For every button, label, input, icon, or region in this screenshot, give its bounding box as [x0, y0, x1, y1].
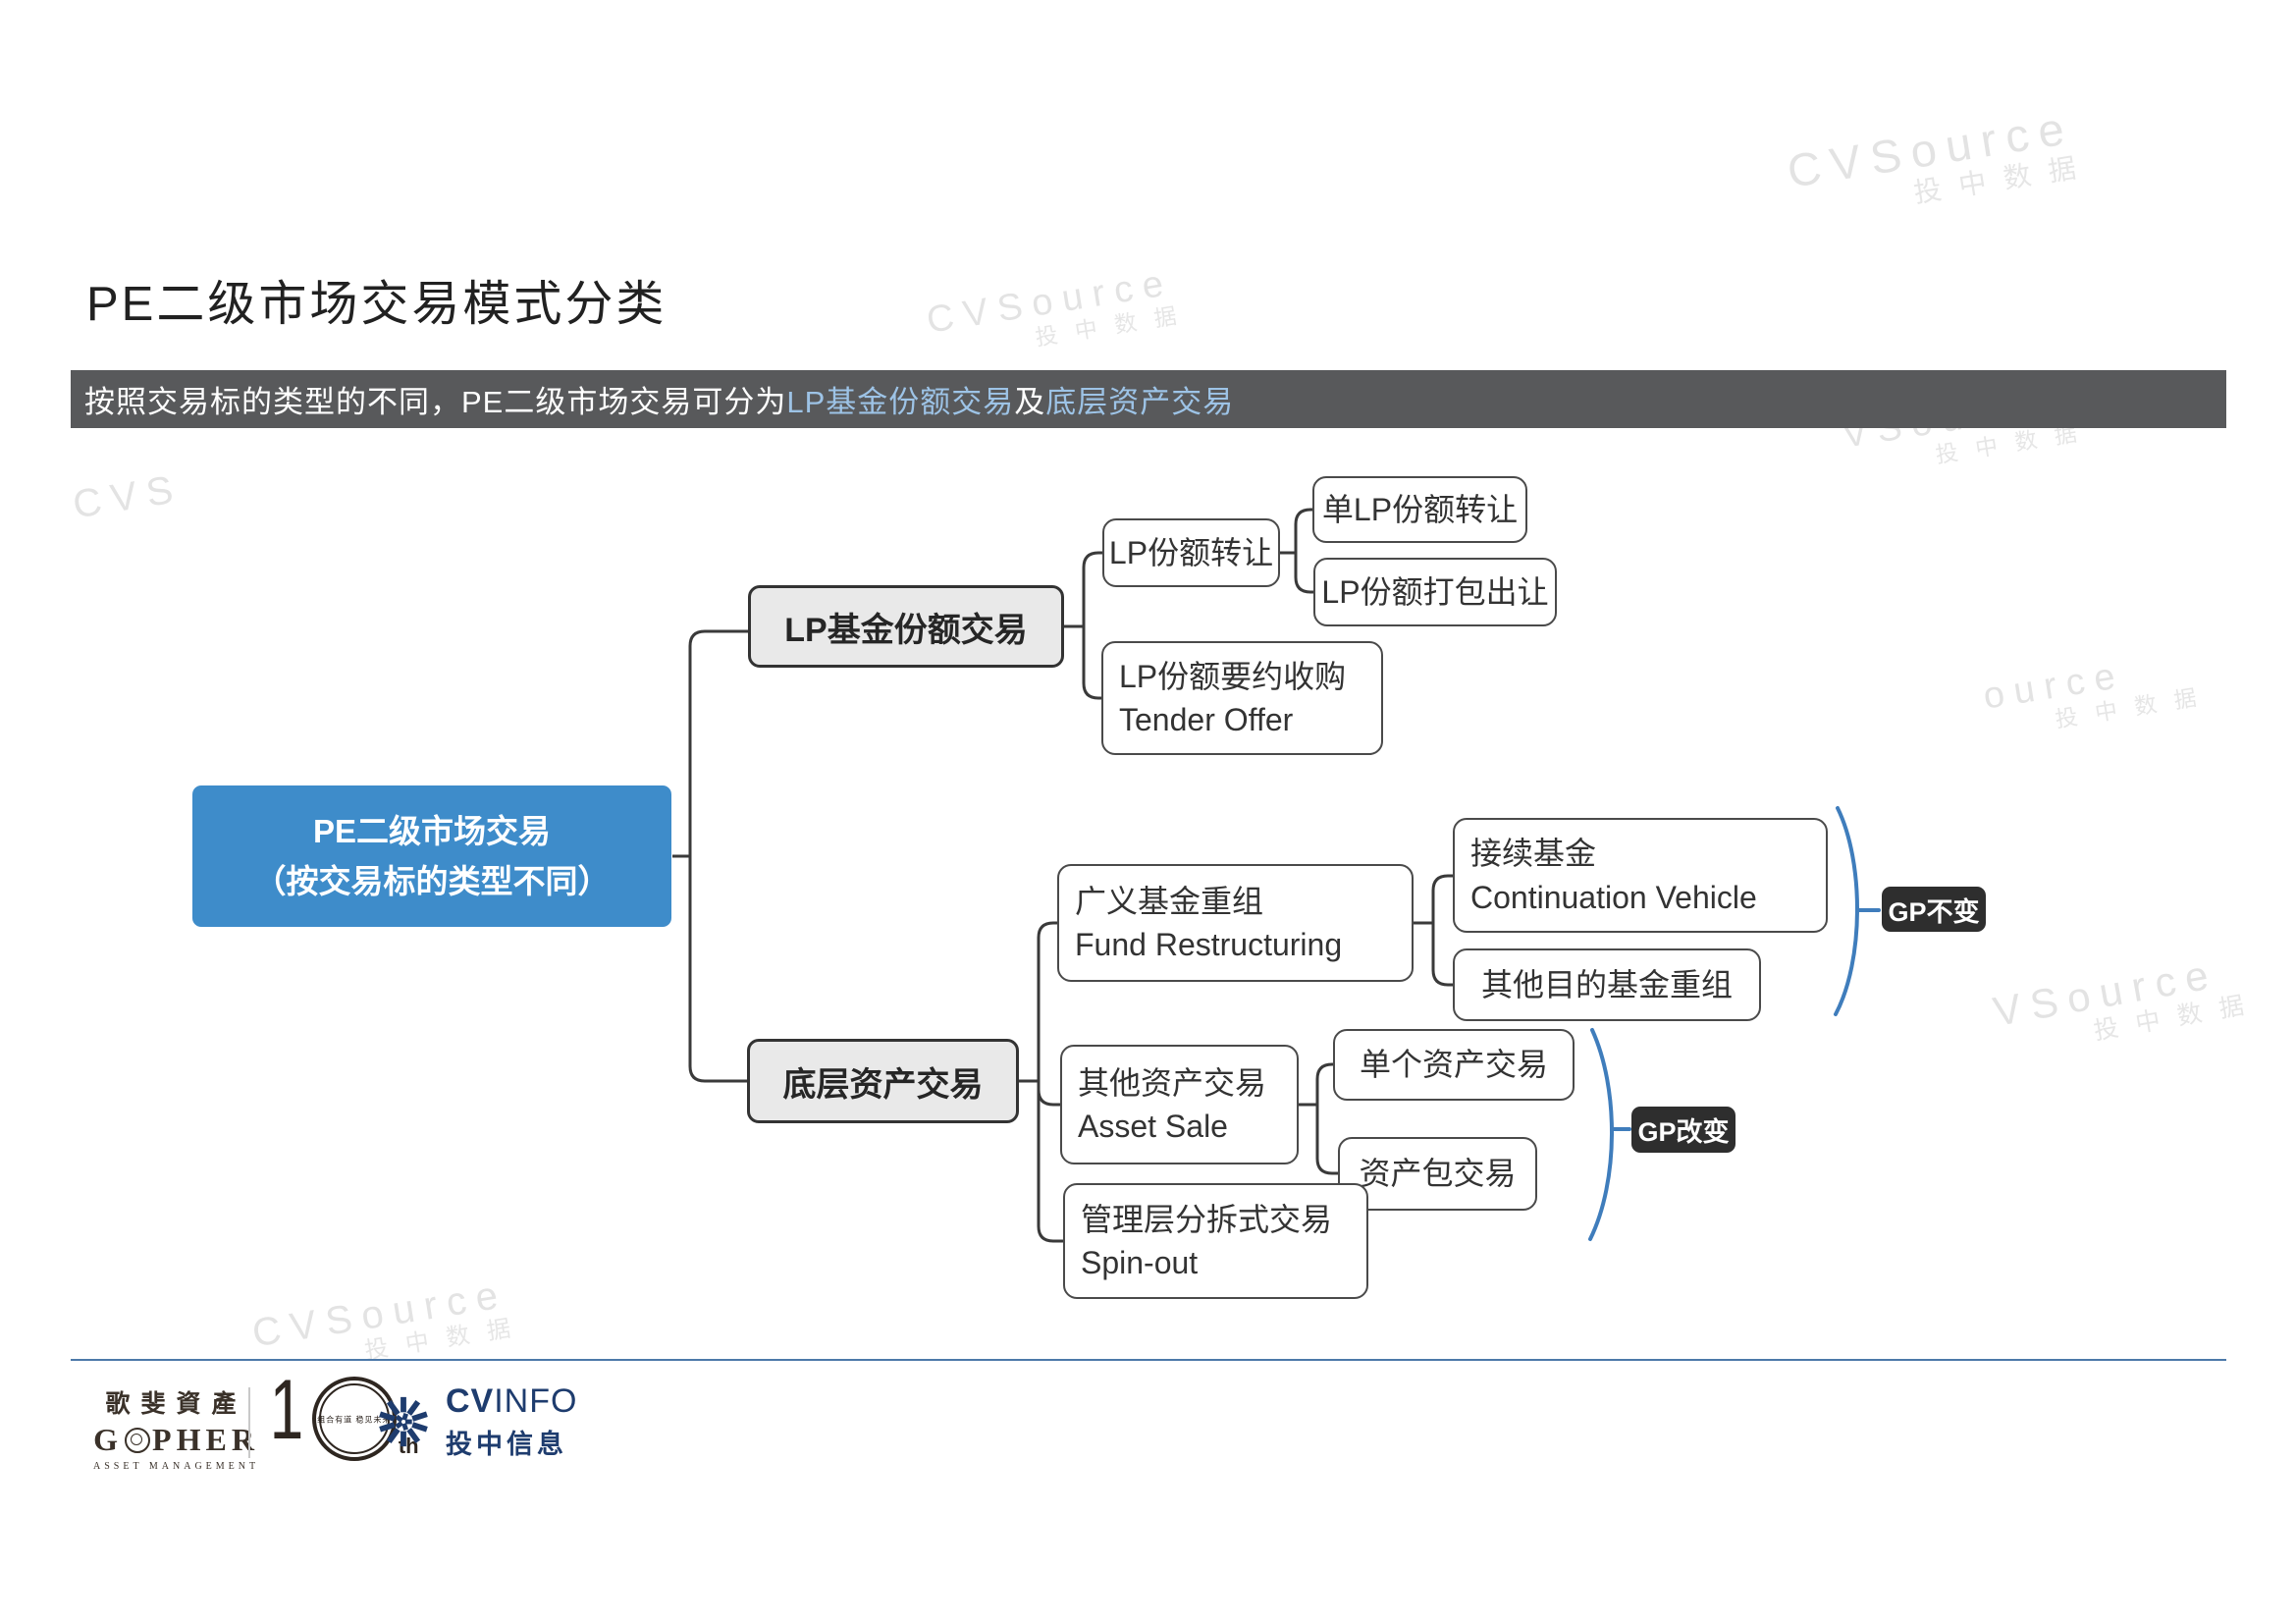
node-label: LP份额转让 [1108, 534, 1274, 570]
cvinfo-logo-text: CVINFO 投中信息 [446, 1382, 577, 1461]
gp-unchanged-brace [1834, 806, 1881, 1016]
node-asset-package-deal: 资产包交易 [1338, 1137, 1537, 1211]
node-asset-sale: 其他资产交易 Asset Sale [1060, 1045, 1299, 1164]
subtitle-highlight-lp: LP基金份额交易 [786, 385, 1015, 419]
subtitle-text: 按照交易标的类型的不同，PE二级市场交易可分为 [84, 385, 787, 419]
branch-label: LP基金份额交易 [784, 611, 1028, 649]
cvinfo-logo-cn: 投中信息 [446, 1430, 567, 1459]
gopher-logo: 歌斐資產 G PHER ASSET MANAGEMENT [93, 1384, 259, 1472]
cvinfo-logo-en: CVINFO [446, 1382, 577, 1421]
node-label-en: Continuation Vehicle [1470, 879, 1757, 915]
node-label: 单LP份额转让 [1321, 491, 1519, 527]
node-label-cn: LP份额要约收购 [1119, 658, 1347, 694]
node-lp-transfer: LP份额转让 [1102, 518, 1280, 587]
node-label-en: Asset Sale [1078, 1109, 1228, 1144]
gopher-ring-icon [125, 1427, 151, 1453]
node-single-asset-deal: 单个资产交易 [1333, 1029, 1575, 1101]
node-tender-offer: LP份额要约收购 Tender Offer [1101, 641, 1383, 755]
cvinfo-logo: CVINFO 投中信息 [375, 1382, 577, 1461]
gp-changed-badge: GP改变 [1631, 1107, 1735, 1153]
node-label-en: Fund Restructuring [1075, 927, 1343, 962]
node-label-cn: 其他资产交易 [1078, 1064, 1267, 1101]
node-label-en: Spin-out [1081, 1245, 1199, 1280]
branch-label: 底层资产交易 [782, 1065, 984, 1104]
gp-changed-brace [1588, 1028, 1631, 1241]
node-label-cn: 广义基金重组 [1075, 883, 1264, 919]
gopher-logo-en-right: PHER [152, 1422, 259, 1457]
node-label: 单个资产交易 [1359, 1047, 1548, 1083]
gopher-logo-cn: 歌斐資產 [105, 1391, 247, 1418]
node-spin-out: 管理层分拆式交易 Spin-out [1063, 1183, 1368, 1299]
gopher-logo-sub: ASSET MANAGEMENT [93, 1461, 260, 1472]
node-other-purpose-restructuring: 其他目的基金重组 [1453, 948, 1761, 1021]
root-node-line2: （按交易标的类型不同） [253, 863, 611, 899]
node-lp-package-transfer: LP份额打包出让 [1313, 558, 1557, 626]
gopher-logo-en-left: G [93, 1422, 124, 1457]
subtitle-text: 及 [1014, 385, 1046, 419]
page-title: PE二级市场交易模式分类 [86, 278, 667, 331]
tenth-digit: 1 [269, 1363, 304, 1457]
node-label: 资产包交易 [1359, 1156, 1517, 1192]
node-label-en: Tender Offer [1119, 702, 1294, 737]
subtitle-highlight-asset: 底层资产交易 [1045, 385, 1235, 419]
footer-divider [71, 1359, 2226, 1361]
node-single-lp-transfer: 单LP份额转让 [1312, 476, 1527, 543]
root-node: PE二级市场交易 （按交易标的类型不同） [192, 785, 671, 927]
cvinfo-cv: CV [446, 1382, 495, 1420]
node-label: LP份额打包出让 [1321, 573, 1549, 610]
gp-unchanged-badge: GP不变 [1882, 887, 1986, 932]
node-label: 其他目的基金重组 [1480, 966, 1733, 1002]
branch-underlying-asset: 底层资产交易 [747, 1039, 1019, 1123]
cvinfo-info: INFO [494, 1382, 578, 1420]
node-fund-restructuring: 广义基金重组 Fund Restructuring [1057, 864, 1414, 982]
node-label-cn: 接续基金 [1470, 836, 1597, 872]
footer-separator [248, 1387, 250, 1458]
branch-lp-fund-share: LP基金份额交易 [748, 585, 1064, 668]
gopher-logo-en: G PHER [93, 1422, 259, 1458]
root-node-line1: PE二级市场交易 [312, 812, 552, 849]
cvinfo-logo-icon [379, 1396, 428, 1447]
tenth-anniversary-logo: 1 组合有道 稳见未来 th [263, 1363, 419, 1461]
node-continuation-vehicle: 接续基金 Continuation Vehicle [1453, 818, 1828, 933]
node-label-cn: 管理层分拆式交易 [1081, 1201, 1333, 1237]
